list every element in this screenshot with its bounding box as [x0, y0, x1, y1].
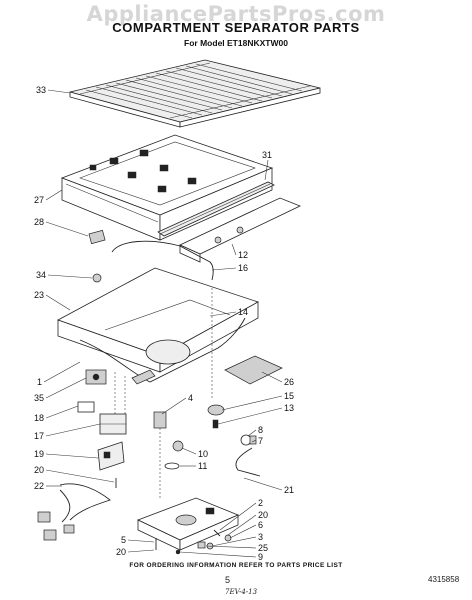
callout-4: 4: [188, 393, 194, 403]
part-28-clip: [88, 229, 106, 245]
callout-35: 35: [33, 393, 44, 403]
part-22-wire-harness: [37, 483, 111, 541]
part-33-grille: [69, 59, 321, 128]
part-26-insulation: [224, 355, 283, 385]
reference-code: 4315858: [428, 575, 460, 584]
part-7-socket-wire: [235, 447, 261, 477]
callout-31: 31: [262, 150, 273, 160]
part-15-fan: [207, 404, 225, 429]
part-34-screw: [92, 273, 102, 283]
callout-27: 27: [33, 195, 44, 205]
part-8-bulb: [240, 434, 257, 446]
callout-6: 6: [258, 520, 264, 530]
callout-16: 16: [238, 263, 249, 273]
callout-20-upper: 20: [33, 465, 44, 475]
callout-13: 13: [284, 403, 295, 413]
callout-19: 19: [33, 449, 44, 459]
part-4-thermostat: [153, 411, 167, 500]
callout-3: 3: [258, 532, 264, 542]
callout-2: 2: [258, 498, 264, 508]
callout-23: 23: [33, 290, 44, 300]
callout-5: 5: [120, 535, 126, 545]
callout-14: 14: [238, 307, 249, 317]
watermark: AppliancePartsPros.com: [86, 2, 386, 26]
handwritten-note: 7EV-4-13: [225, 588, 258, 596]
callout-18: 18: [33, 413, 44, 423]
callout-11: 11: [198, 461, 208, 471]
part-9-nut: [175, 549, 181, 555]
callout-7: 7: [258, 436, 264, 446]
callout-12: 12: [238, 250, 249, 260]
callout-33: 33: [35, 85, 46, 95]
callout-21: 21: [284, 485, 295, 495]
page-number: 5: [225, 575, 231, 585]
part-23-separator-housing: [57, 267, 259, 430]
callout-10: 10: [198, 449, 209, 459]
part-2-screw: [213, 529, 221, 537]
callout-15: 15: [284, 391, 295, 401]
callout-34: 34: [35, 270, 46, 280]
part-19-damper-door: [97, 441, 125, 471]
callout-1: 1: [36, 377, 42, 387]
callout-20-lower: 20: [115, 547, 126, 557]
diagram-title: COMPARTMENT SEPARATOR PARTS: [112, 20, 360, 35]
part-16-wire: [111, 240, 214, 281]
part-21-control-housing: [136, 497, 240, 551]
callout-8: 8: [258, 425, 264, 435]
part-10-knob: [172, 440, 184, 452]
model-label: For Model ET18NKXTW00: [184, 38, 288, 48]
callout-26: 26: [284, 377, 295, 387]
callout-17: 17: [33, 431, 44, 441]
part-31-rail: [157, 181, 275, 237]
ordering-note: FOR ORDERING INFORMATION REFER TO PARTS …: [129, 562, 343, 569]
part-17-damper-control: [99, 413, 127, 435]
part-11-washer: [164, 462, 180, 470]
leader-lines: [43, 89, 283, 558]
part-18-bracket: [77, 401, 95, 413]
callout-28: 28: [33, 217, 44, 227]
callout-20-right: 20: [258, 510, 269, 520]
callout-9: 9: [258, 552, 264, 562]
part-25-clip: [197, 541, 206, 549]
part-35-damper-motor: [85, 369, 107, 385]
part-12-channel: [179, 197, 301, 263]
callout-22: 22: [33, 481, 44, 491]
callout-25: 25: [258, 543, 269, 553]
